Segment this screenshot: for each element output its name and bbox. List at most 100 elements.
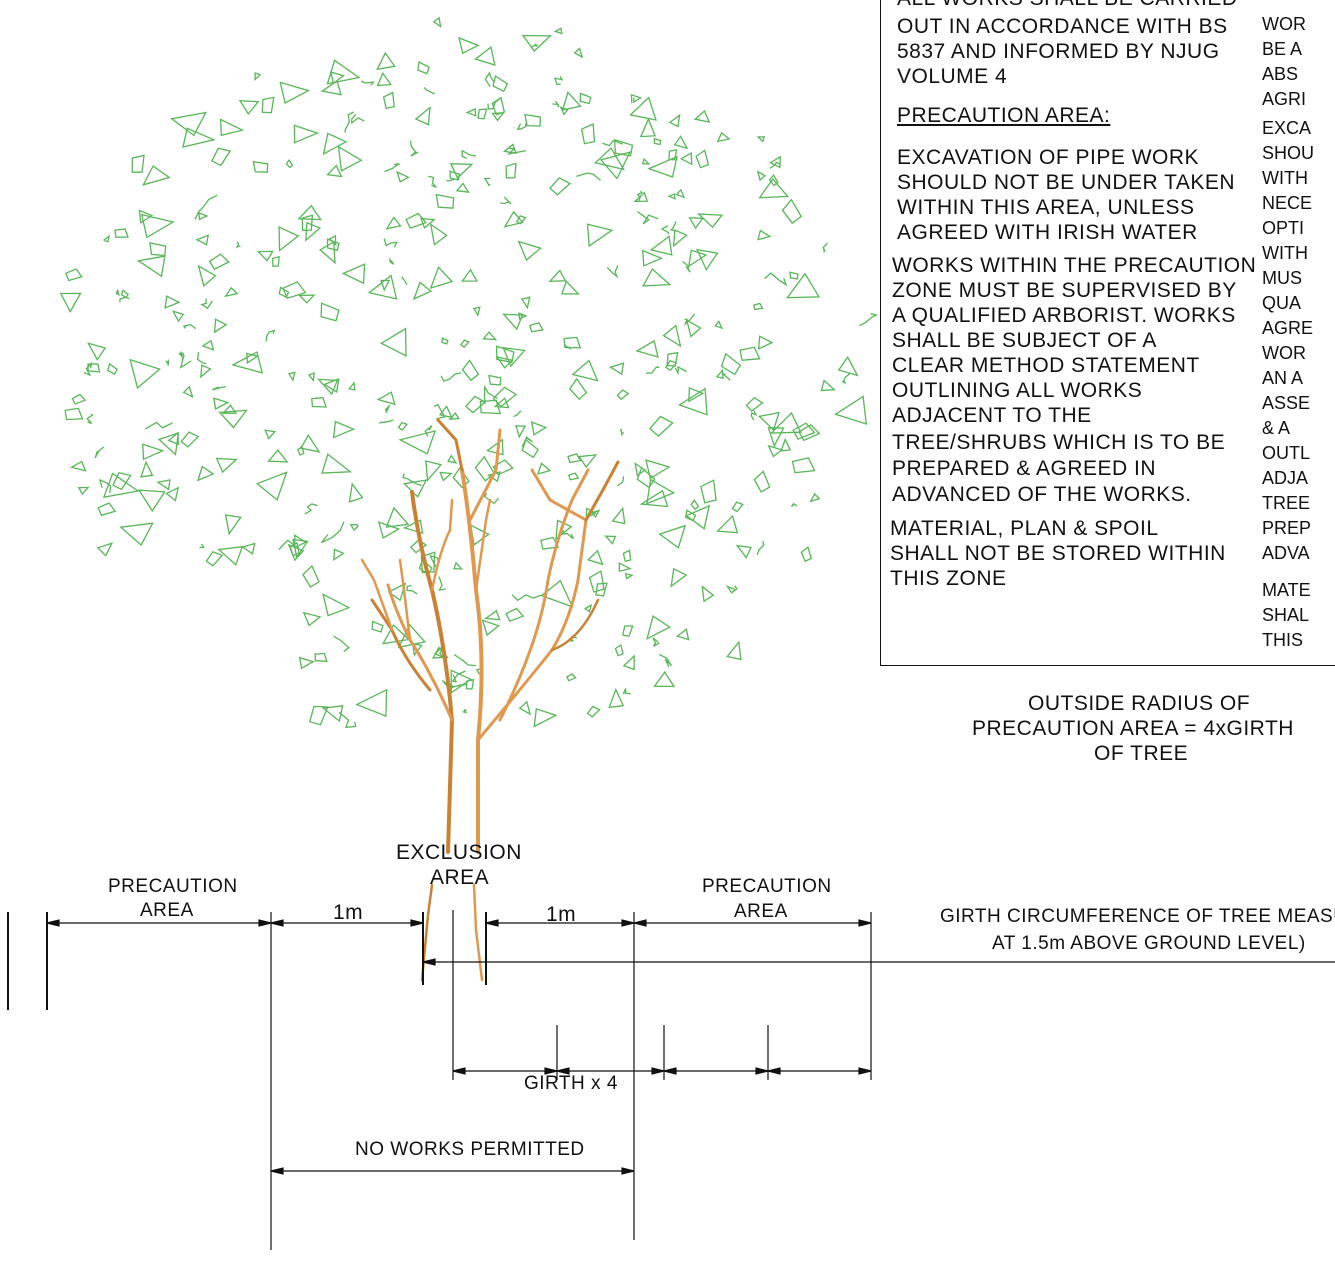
leaf-shape [398, 430, 437, 455]
outside-radius-line-2: PRECAUTION AREA = 4xGIRTH [972, 717, 1294, 740]
leaf-shape [576, 172, 601, 181]
leaf-shape [642, 267, 672, 287]
leaf-shape [348, 482, 364, 503]
leaf-shape [785, 272, 821, 299]
leaf-shape [641, 157, 651, 165]
works-line-5: CLEAR METHOD STATEMENT [892, 354, 1200, 377]
leaf-shape [764, 272, 788, 287]
note-intro-line-3: 5837 AND INFORMED BY NJUG [897, 40, 1220, 63]
leaf-shape [461, 268, 479, 282]
leaf-shape [608, 687, 625, 709]
leaf-shape [731, 501, 744, 513]
leaf-shape [218, 409, 248, 429]
leaf-shape [241, 542, 256, 555]
leaf-shape [685, 504, 711, 530]
leaf-shape [461, 359, 480, 382]
leaf-shape [333, 635, 350, 653]
leaf-shape [586, 705, 601, 718]
works-line-1: WORKS WITHIN THE PRECAUTION [892, 254, 1257, 277]
leaf-shape [716, 131, 731, 143]
no-works-permitted-label: NO WORKS PERMITTED [355, 1139, 585, 1160]
leaf-shape [822, 242, 828, 254]
leaf-shape [254, 72, 262, 82]
note-intro-line-1: ALL WORKS SHALL BE CARRIED [897, 0, 1238, 11]
leaf-shape [452, 561, 464, 570]
leaf-shape [338, 711, 357, 729]
leaf-shape [653, 137, 662, 146]
leaf-shape [261, 96, 275, 114]
leaf-shape [683, 313, 696, 326]
leaf-shape [583, 603, 593, 613]
leaf-shape [484, 609, 501, 621]
outside-radius-line-3: OF TREE [1094, 742, 1189, 765]
works-line-4: SHALL BE SUBJECT OF A [892, 329, 1157, 352]
leaf-shape [397, 421, 408, 431]
leaf-shape [757, 335, 774, 350]
leaf-shape [491, 111, 506, 122]
leaf-shape [380, 279, 391, 292]
leaf-shape [308, 705, 329, 726]
leaf-shape [520, 296, 531, 310]
leaf-shape [780, 437, 792, 452]
leaf-shape [658, 653, 673, 668]
leaf-shape [750, 410, 758, 421]
leaf-shape [588, 570, 605, 593]
leaf-shape [477, 108, 488, 120]
leaf-shape [568, 377, 588, 401]
clipped-note-fragment: PREP [1262, 518, 1312, 538]
leaf-shape [138, 209, 154, 224]
leaf-shape [196, 352, 207, 365]
leaf-shape [571, 359, 599, 382]
leaf-shape [502, 347, 526, 368]
leaf-shape [298, 656, 315, 670]
leaf-shape [446, 178, 455, 182]
leaf-shape [302, 564, 320, 588]
leaf-shape [695, 248, 719, 271]
leaf-shape [59, 292, 82, 313]
leaf-shape [278, 539, 296, 551]
leaf-shape [328, 234, 337, 247]
leaf-shape [561, 91, 582, 111]
leaf-shape [725, 585, 738, 594]
leaf-shape [215, 457, 238, 474]
leaf-shape [285, 158, 294, 169]
leaf-shape [182, 127, 216, 148]
leaf-shape [516, 123, 527, 131]
leaf-shape [696, 213, 724, 229]
leaf-shape [278, 286, 290, 298]
leaf-shape [668, 113, 681, 128]
leaf-shape [332, 420, 356, 439]
leaf-shape [165, 358, 170, 366]
leaf-shape [602, 139, 624, 147]
leaf-shape [94, 446, 105, 459]
leaf-shape [495, 345, 515, 364]
leaf-shape [317, 378, 339, 396]
leaf-shape [264, 429, 277, 440]
leaf-shape [196, 465, 215, 482]
leaf-shape [639, 489, 669, 508]
leaf-shape [140, 460, 154, 478]
leaf-shape [267, 449, 289, 463]
leaf-shape [484, 71, 495, 87]
leaf-shape [195, 234, 210, 246]
leaf-shape [119, 296, 130, 303]
leaf-shape [71, 393, 87, 405]
leaf-shape [119, 522, 154, 547]
leaf-shape [646, 478, 676, 505]
leaf-shape [211, 147, 232, 167]
leaf-shape [503, 210, 524, 228]
leaf-shape [530, 43, 539, 48]
leaf-shape [294, 534, 307, 549]
leaf-shape [767, 444, 784, 458]
clipped-note-fragment: OPTI [1262, 218, 1305, 238]
leaf-shape [219, 118, 245, 137]
leaf-shape [599, 151, 632, 180]
leaf-shape [272, 255, 280, 267]
leaf-shape [450, 669, 473, 695]
leaf-shape [652, 637, 660, 647]
leaf-shape [486, 438, 504, 456]
leaf-shape [432, 16, 442, 28]
leaf-shape [344, 111, 354, 133]
leaf-shape [287, 543, 305, 562]
leaf-shape [472, 306, 481, 317]
